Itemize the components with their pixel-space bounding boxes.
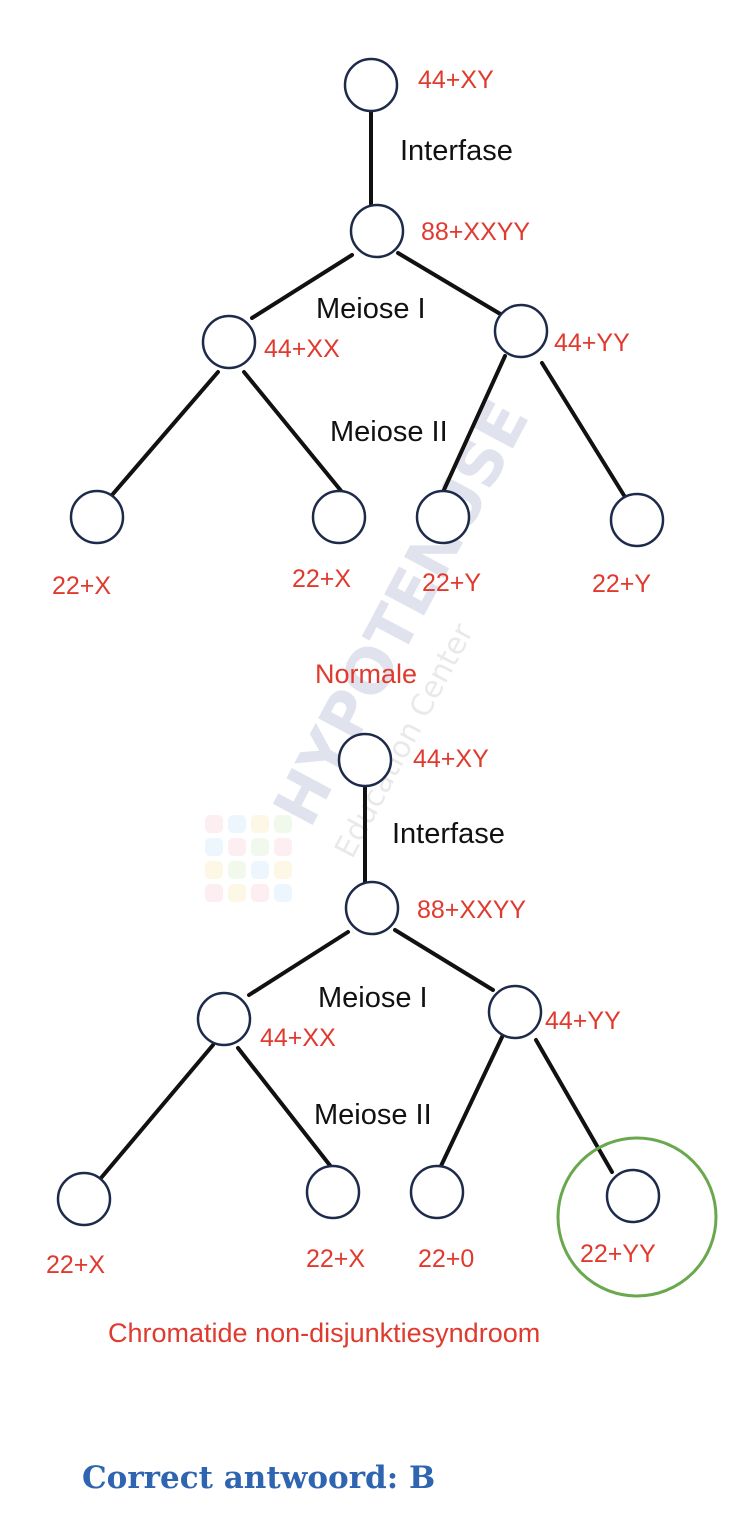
nondisjunction-tree: 44+XY Interfase 88+XXYY Meiose I 44+XX 4…: [46, 732, 718, 1348]
gamete-node: [311, 489, 367, 545]
highlight-ring: [556, 1136, 718, 1298]
left-cell-label: 44+XX: [264, 335, 340, 363]
right-cell-label: 44+YY: [554, 329, 630, 357]
gamete-node: [409, 1164, 465, 1220]
gamete-node: [69, 489, 125, 545]
edge: [393, 928, 495, 992]
answer-text: Correct antwoord: B: [82, 1460, 435, 1496]
edge: [396, 251, 504, 317]
left-cell-label: 44+XX: [260, 1024, 336, 1052]
edge: [242, 370, 344, 494]
gamete-label: 22+Y: [592, 570, 651, 598]
gamete-label: 22+X: [306, 1245, 365, 1273]
meiosis1-label: Meiose I: [316, 293, 426, 325]
normal-caption: Normale: [315, 659, 417, 689]
right-cell-label: 44+YY: [545, 1007, 621, 1035]
gamete-node: [609, 492, 665, 548]
after-interphase-label: 88+XXYY: [421, 218, 530, 246]
gamete-label: 22+Y: [422, 569, 481, 597]
after-interphase-label: 88+XXYY: [417, 896, 526, 924]
top-cell-label: 44+XY: [418, 66, 494, 94]
gamete-label: 22+X: [292, 565, 351, 593]
gamete-node: [415, 489, 471, 545]
cell-node: [349, 203, 405, 259]
edge: [534, 1038, 614, 1174]
cell-node: [201, 314, 257, 370]
edge: [104, 370, 220, 504]
gamete-node: [605, 1168, 661, 1224]
edge: [441, 354, 507, 494]
nondisjunction-caption: Chromatide non-disjunktiesyndroom: [108, 1318, 540, 1348]
gamete-label: 22+YY: [580, 1240, 656, 1268]
watermark-logo-icon: [205, 815, 292, 902]
edge: [250, 253, 354, 320]
meiosis2-label: Meiose II: [314, 1099, 432, 1131]
cell-node: [337, 732, 393, 788]
edge: [236, 1046, 334, 1170]
cell-node: [343, 57, 399, 113]
cell-node: [344, 880, 400, 936]
gamete-label: 22+0: [418, 1245, 474, 1273]
cell-node: [487, 984, 543, 1040]
gamete-node: [305, 1164, 361, 1220]
normal-tree: 44+XY Interfase 88+XXYY Meiose I 44+XX 4…: [52, 57, 665, 689]
gamete-label: 22+X: [46, 1251, 105, 1279]
gamete-label: 22+X: [52, 572, 111, 600]
cell-node: [196, 991, 252, 1047]
cell-node: [493, 303, 549, 359]
edge: [438, 1033, 505, 1170]
top-cell-label: 44+XY: [413, 745, 489, 773]
interphase-label: Interfase: [400, 135, 513, 167]
gamete-node: [56, 1171, 112, 1227]
meiosis1-label: Meiose I: [318, 982, 428, 1014]
edge: [247, 930, 350, 997]
edge: [540, 361, 627, 499]
interphase-label: Interfase: [392, 818, 505, 850]
meiosis2-label: Meiose II: [330, 416, 448, 448]
edge: [99, 1043, 215, 1180]
